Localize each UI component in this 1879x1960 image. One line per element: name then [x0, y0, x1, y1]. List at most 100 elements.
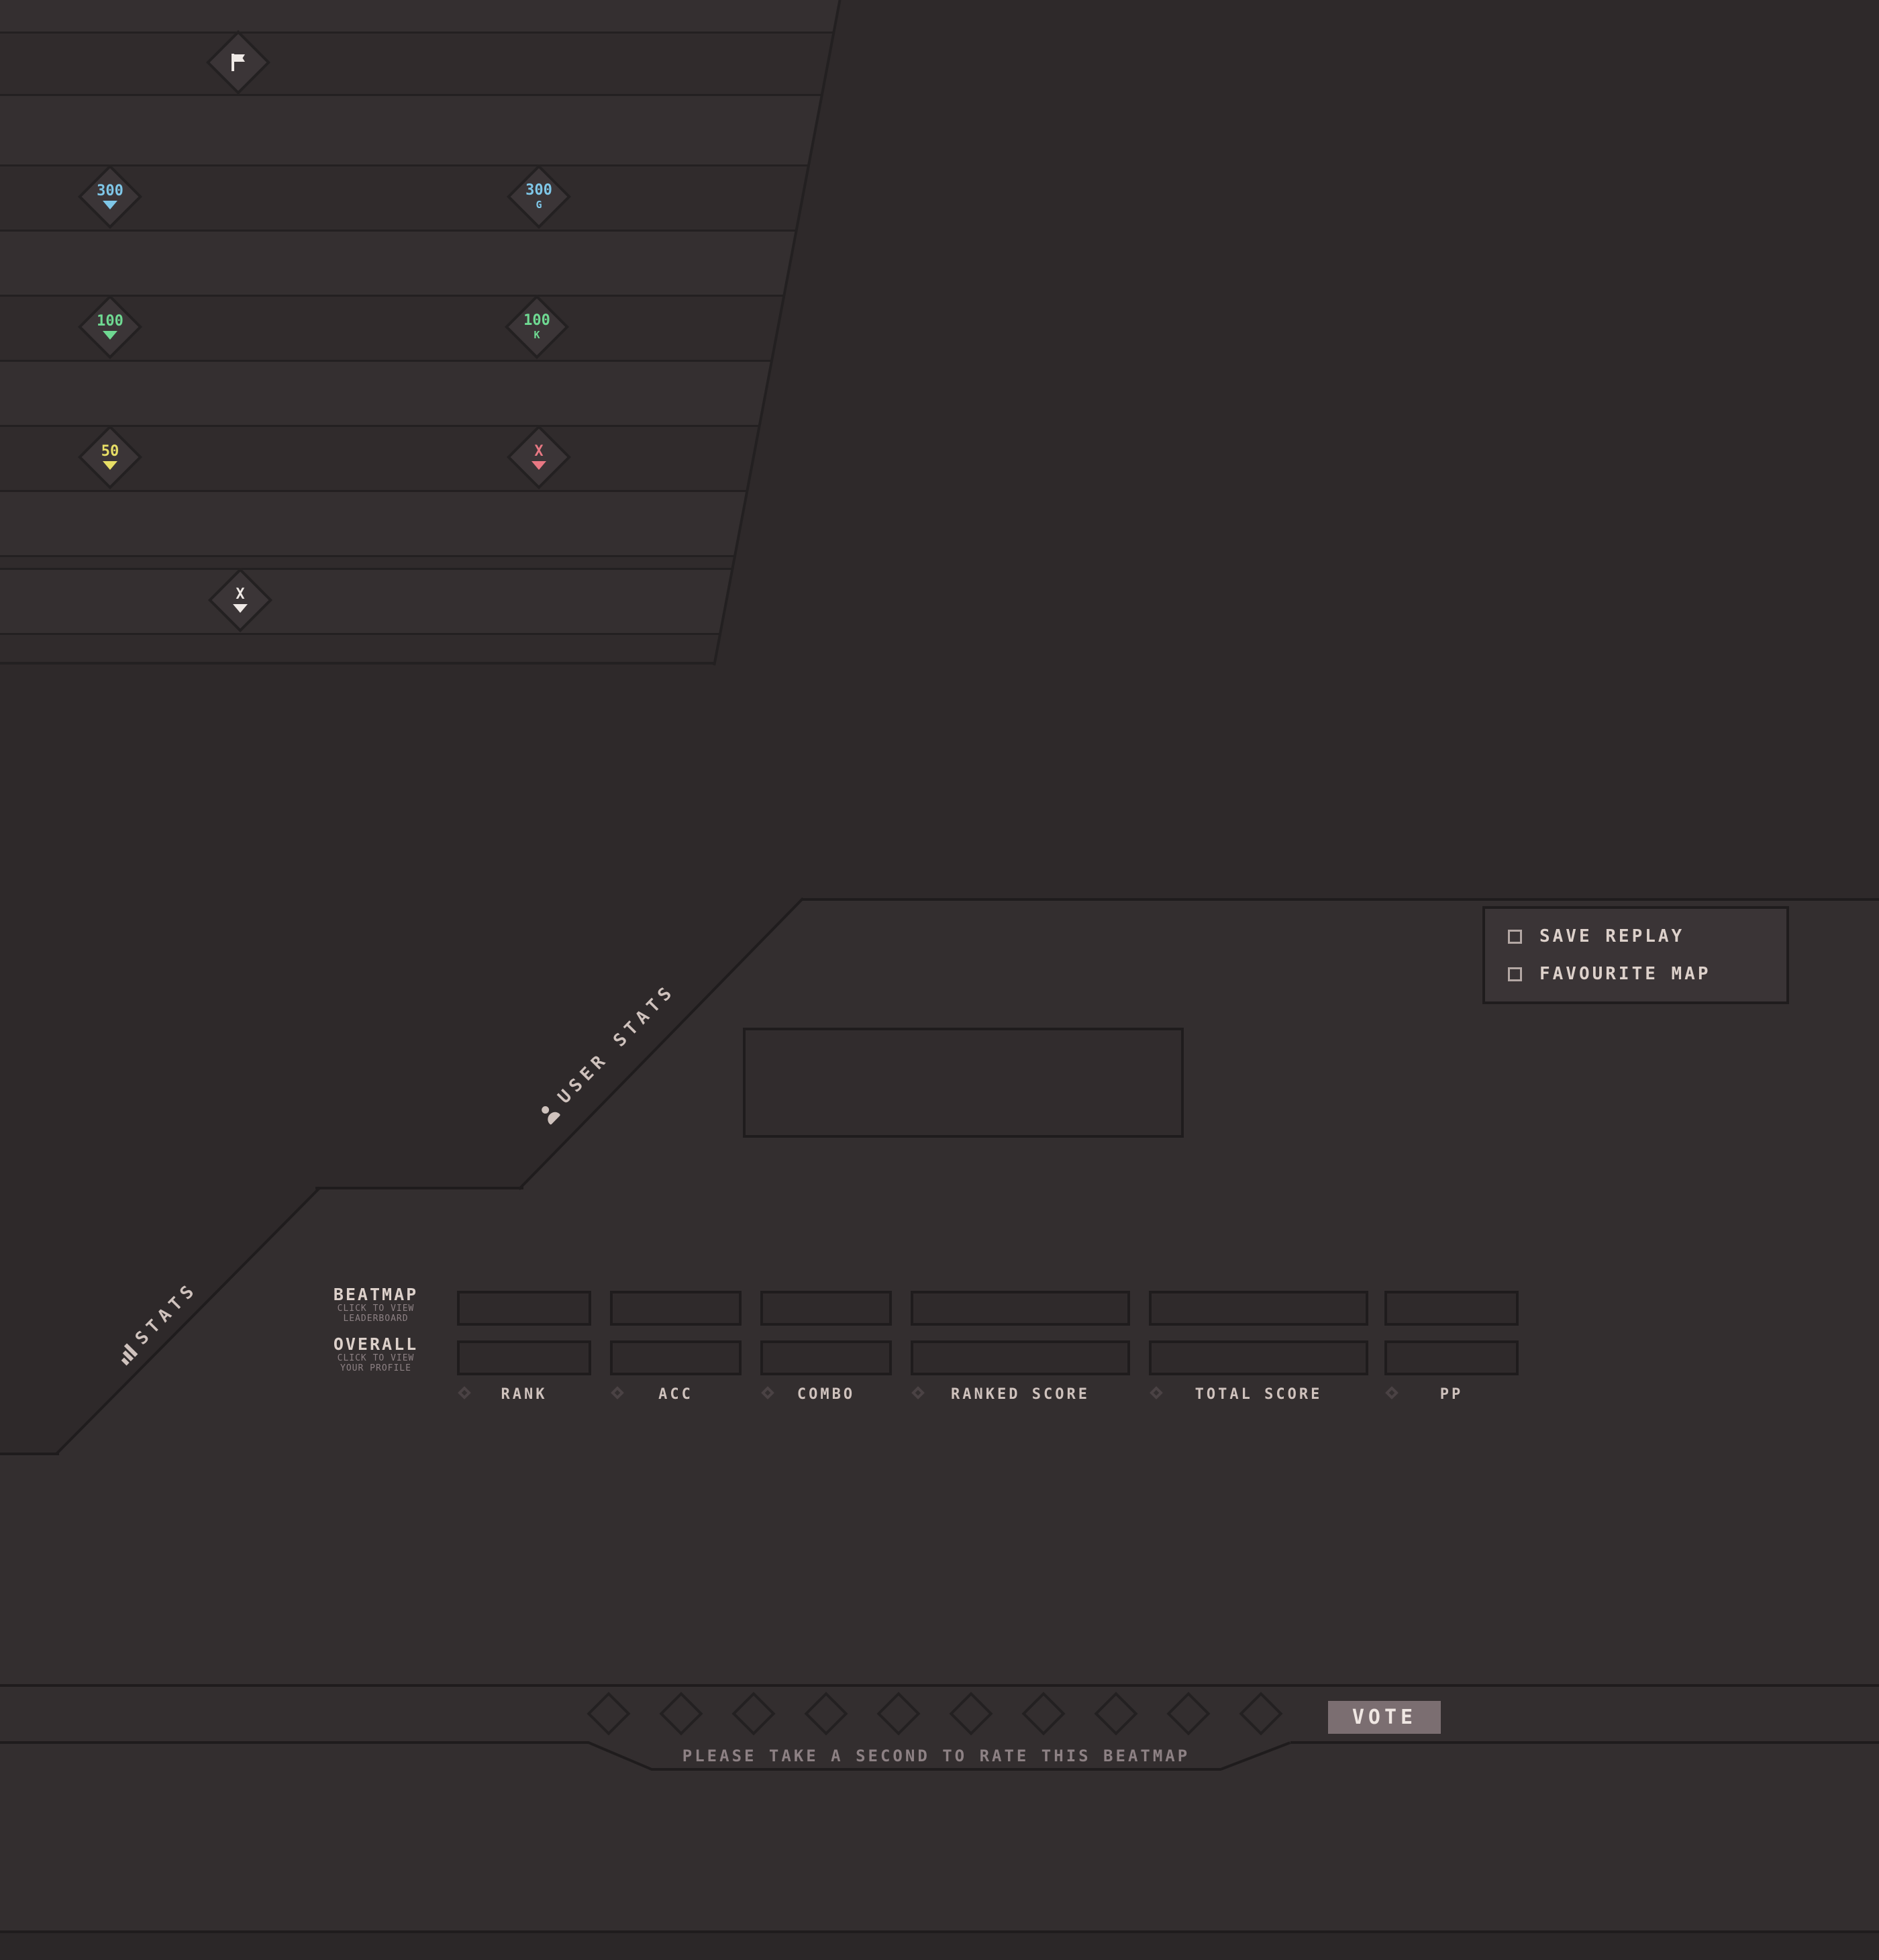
results-panel-step-border — [0, 1453, 59, 1455]
beatmap-row-subtitle: CLICK TO VIEW — [337, 1304, 415, 1314]
column-header-label: RANKED SCORE — [951, 1386, 1090, 1403]
replay-actions-panel: SAVE REPLAY FAVOURITE MAP — [1482, 906, 1789, 1004]
hit100k-katu-icon: 100 K — [504, 294, 570, 360]
panel-row — [0, 633, 840, 665]
row-separator — [0, 633, 840, 635]
row-separator — [0, 425, 840, 427]
row-separator — [0, 360, 840, 362]
cell-overall-acc — [610, 1340, 742, 1375]
hit50-label: 50 — [101, 443, 119, 460]
hit300g-label: 300 — [525, 182, 552, 199]
row-separator — [0, 295, 840, 297]
footer-band — [0, 1933, 1879, 1960]
row-separator — [0, 555, 840, 557]
rating-diamond[interactable] — [659, 1692, 703, 1736]
cell-overall-ranked-score — [911, 1340, 1130, 1375]
column-header-pp: PP — [1384, 1383, 1519, 1407]
vote-button-label: VOTE — [1352, 1706, 1417, 1729]
panel-row — [0, 555, 840, 568]
overall-row-subtitle: CLICK TO VIEW — [337, 1353, 415, 1363]
checkbox-icon — [1508, 929, 1522, 944]
column-header-total-score: TOTAL SCORE — [1149, 1383, 1368, 1407]
panel-row — [0, 230, 840, 295]
rating-diamond[interactable] — [731, 1692, 776, 1736]
cell-beatmap-acc — [610, 1291, 742, 1326]
hit100k-label: 100 — [523, 312, 550, 329]
rating-diamond[interactable] — [1239, 1692, 1283, 1736]
beatmap-leaderboard-link[interactable]: BEATMAP CLICK TO VIEW LEADERBOARD — [305, 1286, 446, 1324]
cell-overall-pp — [1384, 1340, 1519, 1375]
column-header-label: TOTAL SCORE — [1195, 1386, 1323, 1403]
down-triangle-icon — [233, 604, 248, 613]
person-icon — [537, 1101, 561, 1125]
save-replay-label: SAVE REPLAY — [1539, 926, 1685, 946]
rating-diamond[interactable] — [1021, 1692, 1066, 1736]
hit50-icon: 50 — [77, 424, 143, 490]
score-display-box — [743, 1028, 1184, 1138]
geki-letter: G — [536, 199, 542, 211]
row-separator — [0, 94, 840, 96]
column-header-label: PP — [1439, 1386, 1464, 1403]
row-separator — [0, 490, 840, 492]
cell-overall-rank — [457, 1340, 591, 1375]
column-header-label: COMBO — [797, 1386, 856, 1403]
column-header-acc: ACC — [610, 1383, 742, 1407]
panel-row — [0, 490, 840, 555]
katu-letter: K — [534, 329, 540, 341]
hit100-icon: 100 — [77, 294, 143, 360]
cell-overall-total-score — [1149, 1340, 1368, 1375]
results-panel-step-border — [315, 1187, 523, 1189]
hit300g-geki-icon: 300 G — [506, 164, 572, 230]
down-triangle-icon — [103, 331, 117, 340]
hit300-icon: 300 — [77, 164, 143, 230]
results-panel-top-border — [802, 898, 1879, 901]
column-header-combo: COMBO — [760, 1383, 892, 1407]
cell-beatmap-ranked-score — [911, 1291, 1130, 1326]
panel-row — [0, 0, 840, 32]
rate-tab-bottom-border — [652, 1768, 1221, 1771]
x-marker-icon: X — [207, 567, 273, 633]
down-triangle-icon — [103, 201, 117, 209]
vote-strip-bottom-border — [1290, 1741, 1879, 1744]
miss-label: X — [534, 443, 544, 460]
rating-diamond[interactable] — [804, 1692, 848, 1736]
cell-beatmap-total-score — [1149, 1291, 1368, 1326]
hit100-label: 100 — [97, 313, 123, 330]
panel-row — [0, 568, 840, 633]
down-triangle-icon — [103, 461, 117, 470]
rating-diamond[interactable] — [587, 1692, 631, 1736]
cell-overall-combo — [760, 1340, 892, 1375]
vote-button[interactable]: VOTE — [1328, 1701, 1441, 1734]
column-header-ranked-score: RANKED SCORE — [911, 1383, 1130, 1407]
panel-row — [0, 360, 840, 425]
miss-icon: X — [506, 424, 572, 490]
row-separator — [0, 32, 840, 34]
rating-diamond[interactable] — [1094, 1692, 1138, 1736]
rating-diamond[interactable] — [1166, 1692, 1211, 1736]
flag-icon — [205, 30, 271, 95]
footer-border — [0, 1930, 1879, 1933]
cell-beatmap-pp — [1384, 1291, 1519, 1326]
row-separator — [0, 568, 840, 570]
vote-strip-bottom-border — [0, 1741, 589, 1744]
favourite-map-button[interactable]: FAVOURITE MAP — [1508, 964, 1786, 984]
save-replay-button[interactable]: SAVE REPLAY — [1508, 926, 1786, 946]
favourite-map-label: FAVOURITE MAP — [1539, 964, 1711, 984]
panel-row — [0, 32, 840, 94]
rate-prompt: PLEASE TAKE A SECOND TO RATE THIS BEATMA… — [682, 1747, 1190, 1765]
rating-diamond[interactable] — [876, 1692, 921, 1736]
beatmap-row-subtitle: LEADERBOARD — [343, 1314, 409, 1324]
hit300-label: 300 — [97, 183, 123, 199]
overall-row-title: OVERALL — [333, 1334, 419, 1354]
flag-glyph-icon — [228, 53, 248, 72]
rating-diamond[interactable] — [949, 1692, 993, 1736]
overall-profile-link[interactable]: OVERALL CLICK TO VIEW YOUR PROFILE — [305, 1334, 446, 1374]
beatmap-row-title: BEATMAP — [333, 1285, 419, 1304]
column-header-label: ACC — [658, 1386, 693, 1403]
score-panel-bottom-edge — [0, 662, 715, 665]
column-header-rank: RANK — [457, 1383, 591, 1407]
vote-strip-top-border — [0, 1684, 1879, 1687]
row-separator — [0, 164, 840, 166]
checkbox-icon — [1508, 967, 1522, 981]
